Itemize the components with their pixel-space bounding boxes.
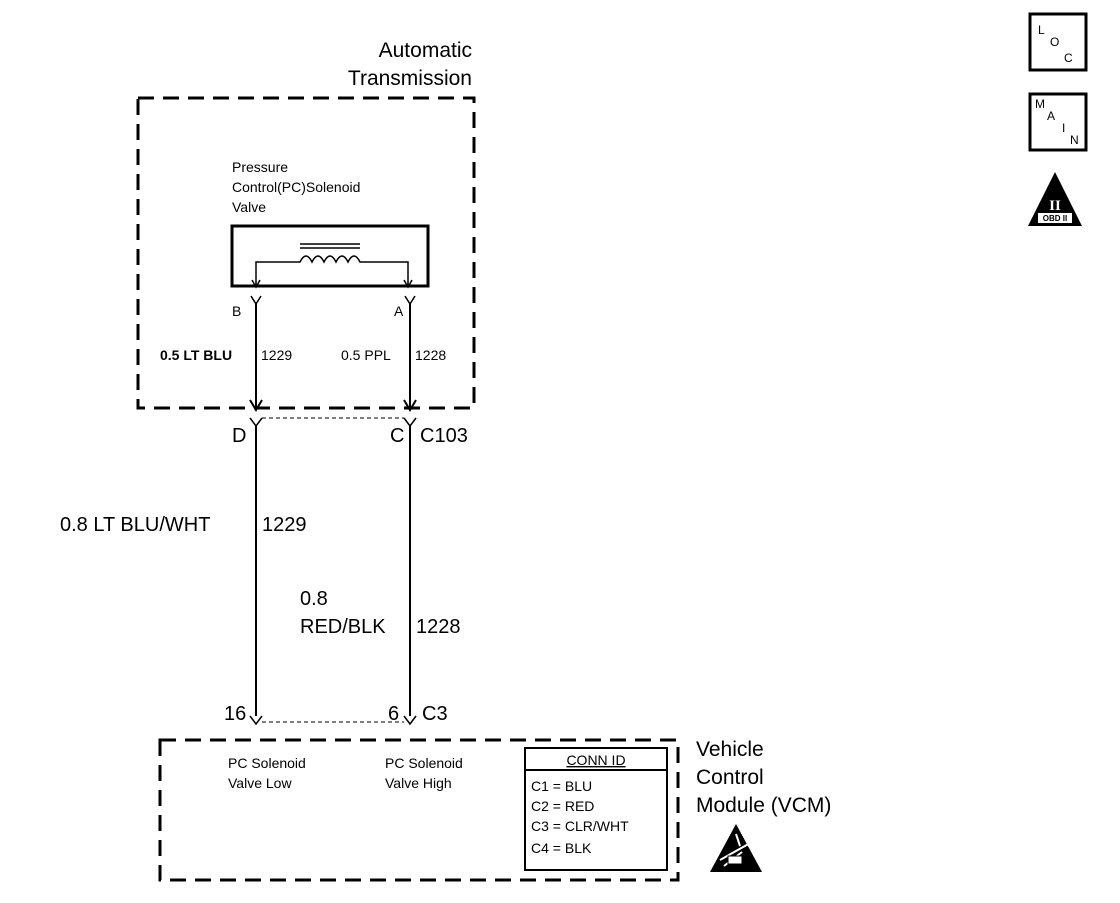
solenoid-symbol bbox=[230, 224, 430, 289]
transmission-title-line2: Transmission bbox=[348, 67, 472, 90]
wire-1229-upper-color: 0.5 LT BLU bbox=[160, 347, 232, 363]
esd-warning-icon bbox=[710, 824, 762, 872]
wire-1229-lower-circuit: 1229 bbox=[262, 514, 307, 536]
solenoid-name-line2: Control(PC)Solenoid bbox=[232, 179, 360, 195]
c103-pin-d: D bbox=[232, 425, 246, 447]
solenoid-name-line3: Valve bbox=[232, 199, 266, 215]
vcm-title-line3: Module (VCM) bbox=[696, 794, 831, 817]
conn-id-title: CONN ID bbox=[566, 752, 625, 768]
wire-1228-lower-color: RED/BLK bbox=[300, 616, 386, 638]
svg-text:A: A bbox=[1047, 109, 1055, 123]
wire-1229-upper-arrow bbox=[249, 399, 263, 412]
svg-text:O: O bbox=[1050, 35, 1059, 49]
transmission-title-line1: Automatic bbox=[379, 39, 472, 62]
wire-1228-upper-arrow bbox=[403, 399, 417, 412]
svg-text:N: N bbox=[1070, 133, 1079, 147]
connector-c3: 16 6 C3 bbox=[224, 703, 448, 726]
svg-text:OBD II: OBD II bbox=[1043, 214, 1067, 223]
solenoid-pin-a: A bbox=[394, 295, 416, 319]
transmission-boundary bbox=[136, 96, 476, 410]
solenoid-name-line1: Pressure bbox=[232, 159, 288, 175]
conn-id-row: C2 = RED bbox=[531, 798, 594, 814]
vcm-pin-low-line2: Valve Low bbox=[228, 775, 292, 791]
vcm-title-line1: Vehicle bbox=[696, 738, 764, 761]
c3-pin-16: 16 bbox=[224, 703, 246, 725]
wire-1228-lower-circuit: 1228 bbox=[416, 616, 461, 638]
vcm-pin-high-line2: Valve High bbox=[385, 775, 452, 791]
conn-id-table: CONN ID C1 = BLU C2 = RED C3 = CLR/WHT C… bbox=[524, 747, 668, 871]
svg-text:A: A bbox=[394, 303, 404, 319]
svg-text:B: B bbox=[232, 303, 241, 319]
svg-text:II: II bbox=[1049, 198, 1061, 214]
wire-1229-lower-color: 0.8 LT BLU/WHT bbox=[60, 514, 210, 536]
svg-text:L: L bbox=[1038, 23, 1045, 37]
vcm-boundary bbox=[158, 738, 680, 882]
c103-id: C103 bbox=[420, 425, 468, 447]
conn-id-row: C3 = CLR/WHT bbox=[531, 818, 629, 834]
wire-1228-upper-circuit: 1228 bbox=[415, 347, 446, 363]
wire-1229-upper-circuit: 1229 bbox=[261, 347, 292, 363]
svg-text:C: C bbox=[1064, 51, 1073, 65]
conn-id-row: C4 = BLK bbox=[531, 840, 592, 856]
connector-c103: D C C103 bbox=[232, 417, 468, 447]
main-icon[interactable]: M A I N bbox=[1028, 92, 1088, 152]
c3-pin-6: 6 bbox=[388, 703, 399, 725]
conn-id-row: C1 = BLU bbox=[531, 778, 592, 794]
obd-ii-icon[interactable]: II OBD II bbox=[1028, 172, 1082, 226]
vcm-pin-low-line1: PC Solenoid bbox=[228, 755, 306, 771]
svg-text:I: I bbox=[1062, 121, 1065, 135]
svg-text:M: M bbox=[1035, 97, 1045, 111]
vcm-title-line2: Control bbox=[696, 766, 764, 789]
wire-1228-lower-gauge: 0.8 bbox=[300, 588, 328, 610]
location-icon[interactable]: L O C bbox=[1028, 12, 1088, 72]
c3-id: C3 bbox=[422, 703, 448, 725]
wire-1228-upper-color: 0.5 PPL bbox=[341, 347, 391, 363]
c103-pin-c: C bbox=[390, 425, 404, 447]
vcm-pin-high-line1: PC Solenoid bbox=[385, 755, 463, 771]
